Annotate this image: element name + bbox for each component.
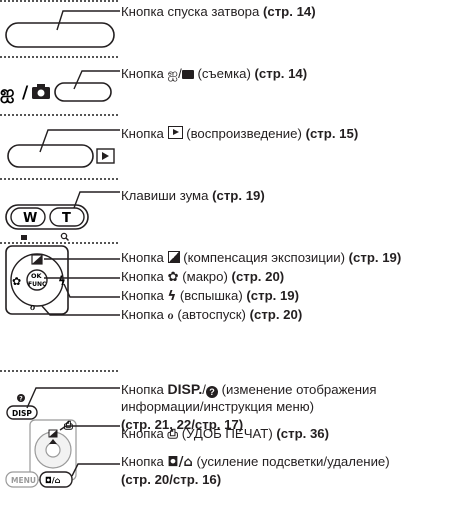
ok-key: OK bbox=[31, 272, 43, 280]
separator bbox=[0, 114, 118, 116]
backlight-button-label: Кнопка ◘/⌂ (усиление подсветки/удаление) bbox=[121, 454, 390, 470]
menu-key: MENU bbox=[11, 476, 36, 485]
shutter-button-illustration bbox=[5, 10, 120, 48]
exposure-button-label: Кнопка (компенсация экспозиции) (стр. 19… bbox=[121, 250, 402, 265]
self-timer-button-label: Кнопка ℴ (автоспуск) (стр. 20) bbox=[121, 307, 303, 323]
backlight-trash-icon: ◘/⌂ bbox=[167, 455, 193, 470]
exposure-icon bbox=[31, 254, 43, 265]
zoom-keys-illustration: W T bbox=[5, 191, 120, 241]
playback-button-illustration bbox=[7, 129, 120, 168]
separator bbox=[0, 178, 118, 180]
disp-button-label: Кнопка DISP./? (изменение отображения bbox=[121, 381, 377, 398]
macro-button-label: Кнопка ✿ (макро) (стр. 20) bbox=[121, 269, 285, 285]
zoom-t-key: T bbox=[62, 211, 71, 226]
print-item-label: Кнопка ⎙ (УДОБ ПЕЧАТ) (стр. 36) bbox=[121, 426, 330, 442]
flash-icon: ϟ bbox=[58, 274, 66, 288]
backlight-trash-icon: ◘/⌂ bbox=[45, 476, 60, 485]
func-key: FUNC bbox=[28, 281, 47, 288]
shooting-button-label: Кнопка ஐ/ (съемка) (стр. 14) bbox=[121, 66, 308, 81]
menu-backlight-illustration: MENU ◘/⌂ bbox=[5, 463, 120, 488]
magnify-icon bbox=[60, 232, 69, 241]
help-icon bbox=[17, 394, 25, 402]
self-timer-icon: ℴ bbox=[30, 300, 35, 313]
svg-text:?: ? bbox=[19, 396, 23, 403]
zoom-w-key: W bbox=[23, 211, 37, 226]
print-arrow-icon bbox=[49, 439, 57, 444]
zoom-keys-label: Клавиши зума (стр. 19) bbox=[121, 188, 265, 203]
movie-camera-icon: ஐ/ bbox=[168, 66, 194, 81]
backlight-button-ref: (стр. 20/стр. 16) bbox=[121, 472, 222, 487]
shutter-button-label: Кнопка спуска затвора (стр. 14) bbox=[121, 4, 316, 19]
flash-button-label: Кнопка ϟ (вспышка) (стр. 19) bbox=[121, 288, 300, 304]
disp-print-illustration: ? DISP ⎙ bbox=[6, 387, 120, 481]
shooting-button-illustration: ஐ / bbox=[0, 70, 120, 103]
disp-button-ref: (стр. 21, 22/стр. 17) bbox=[121, 417, 244, 432]
disp-key: DISP bbox=[12, 409, 32, 418]
svg-text:/: / bbox=[22, 83, 29, 103]
help-icon: ? bbox=[205, 386, 218, 398]
macro-icon: ✿ bbox=[12, 275, 21, 288]
play-icon bbox=[167, 126, 183, 139]
movie-camera-icon: ஐ bbox=[0, 82, 14, 103]
index-view-icon bbox=[21, 235, 27, 240]
camera-icon bbox=[32, 84, 50, 99]
separator bbox=[0, 370, 118, 372]
print-icon: ⎙ bbox=[167, 427, 179, 442]
separator bbox=[0, 0, 118, 2]
separator bbox=[0, 56, 118, 58]
flash-icon: ϟ bbox=[167, 289, 177, 304]
macro-icon: ✿ bbox=[167, 270, 179, 285]
separator bbox=[0, 242, 118, 244]
arrow-pad-illustration: OK FUNC ✿ ϟ ℴ bbox=[5, 245, 120, 316]
playback-button-label: Кнопка (воспроизведение) (стр. 15) bbox=[121, 126, 359, 141]
self-timer-icon: ℴ bbox=[167, 308, 174, 323]
exposure-icon bbox=[167, 251, 180, 263]
play-icon bbox=[96, 148, 115, 164]
svg-text:ஐ: ஐ bbox=[0, 82, 14, 103]
disp-button-label-line2: информации/инструкция меню) bbox=[121, 399, 315, 414]
